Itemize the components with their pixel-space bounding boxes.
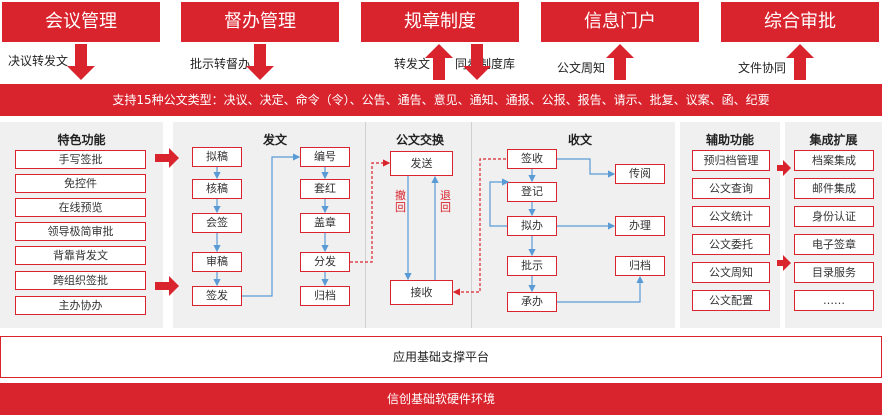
receive-step[interactable]: 承办 [507,292,557,312]
return-label: 退回 [440,189,451,214]
feature-item[interactable]: 手写签批 [15,150,146,169]
feature-item[interactable]: 在线预览 [15,198,146,217]
receive-step[interactable]: 批示 [507,256,557,276]
send-step[interactable]: 会签 [192,213,242,233]
receive-circulate[interactable]: 传阅 [615,164,665,184]
integration-item[interactable]: 目录服务 [794,262,874,283]
top-arrows [67,44,814,80]
label-doc-notice: 公文周知 [557,61,606,75]
feature-item[interactable]: 主办协办 [15,296,146,315]
withdraw-label: 撤回 [395,189,406,214]
aux-title: 辅助功能 [705,133,754,147]
send-step[interactable]: 归档 [300,286,350,306]
integration-item[interactable]: 身份认证 [794,206,874,227]
aux-item[interactable]: 公文统计 [692,206,770,227]
exchange-title: 公文交换 [395,133,444,147]
feature-item[interactable]: 免控件 [15,174,146,193]
receive-step[interactable]: 签收 [507,149,557,169]
integration-item[interactable]: 电子签章 [794,234,874,255]
up-arrow-icon [786,44,814,80]
down-arrow-icon [246,44,274,80]
module-meeting[interactable]: 会议管理 [2,2,160,42]
send-step[interactable]: 套红 [300,179,350,199]
down-arrow-icon [463,44,491,80]
receive-archive[interactable]: 归档 [615,256,665,276]
label-file-collab: 文件协同 [738,61,787,75]
send-step[interactable]: 分发 [300,252,350,272]
doc-types-band: 支持15种公文类型：决议、决定、命令（令）、公告、通告、意见、通知、通报、公报、… [0,84,882,116]
module-portal[interactable]: 信息门户 [541,2,699,42]
receive-title: 收文 [567,133,592,147]
send-step[interactable]: 拟稿 [192,147,242,167]
label-instruction-to-supervise: 批示转督办 [190,57,251,71]
label-forward-doc: 转发文 [394,57,431,71]
exchange-send[interactable]: 发送 [390,151,453,176]
aux-item[interactable]: 公文周知 [692,262,770,283]
divider [471,122,472,328]
send-title: 发文 [262,133,287,147]
aux-item[interactable]: 公文查询 [692,178,770,199]
up-arrow-icon [425,44,453,80]
aux-item[interactable]: 预归档管理 [692,150,770,171]
infra-bar: 信创基础软硬件环境 [0,383,882,415]
integration-item[interactable]: 档案集成 [794,150,874,171]
integration-item[interactable]: 邮件集成 [794,178,874,199]
send-step[interactable]: 盖章 [300,213,350,233]
receive-step[interactable]: 拟办 [507,216,557,236]
label-resolution-to-doc: 决议转发文 [8,54,69,68]
feature-item[interactable]: 领导极简审批 [15,222,146,241]
integration-title: 集成扩展 [809,133,858,147]
up-arrow-icon [606,44,634,80]
features-title: 特色功能 [57,133,106,147]
receive-handle[interactable]: 办理 [615,216,665,236]
exchange-receive[interactable]: 接收 [390,280,453,305]
send-step[interactable]: 核稿 [192,179,242,199]
divider [365,122,366,328]
platform-bar: 应用基础支撑平台 [0,336,882,378]
feature-item[interactable]: 背靠背发文 [15,246,146,265]
module-rules[interactable]: 规章制度 [361,2,519,42]
aux-item[interactable]: 公文委托 [692,234,770,255]
integration-item[interactable]: …… [794,290,874,311]
receive-step[interactable]: 登记 [507,182,557,202]
aux-item[interactable]: 公文配置 [692,290,770,311]
module-approval[interactable]: 综合审批 [721,2,879,42]
send-step[interactable]: 签发 [192,286,242,306]
send-step[interactable]: 审稿 [192,252,242,272]
send-step[interactable]: 编号 [300,147,350,167]
down-arrow-icon [67,44,95,80]
module-supervise[interactable]: 督办管理 [181,2,339,42]
feature-item[interactable]: 跨组织签批 [15,271,146,290]
